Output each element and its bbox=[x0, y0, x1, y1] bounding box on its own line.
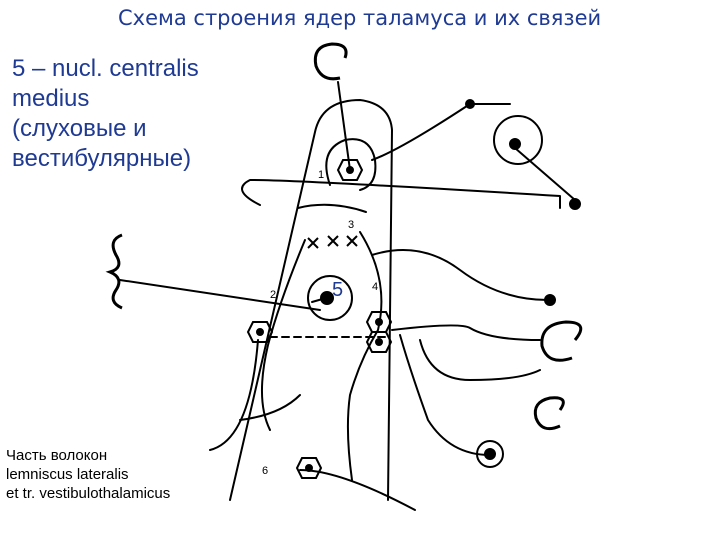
label-3: 3 bbox=[348, 219, 354, 231]
thalamus-outline bbox=[229, 99, 393, 501]
star-cell-right-b bbox=[365, 331, 393, 353]
right-cell-b bbox=[569, 198, 581, 210]
star-cell-6 bbox=[295, 457, 323, 479]
lamina-lower bbox=[239, 394, 301, 421]
star-cell-left bbox=[246, 321, 274, 343]
fiber-right-lower bbox=[399, 334, 491, 456]
star-cell-1 bbox=[336, 159, 364, 181]
lamina-right bbox=[346, 231, 383, 481]
diagram-title: Схема строения ядер таламуса и их связей bbox=[118, 6, 602, 30]
lamina-upper bbox=[297, 203, 367, 213]
note-line-4: вестибулярные) bbox=[12, 145, 192, 172]
caption-line-3: et tr. vestibulothalamicus bbox=[6, 485, 171, 502]
fiber-right-middle bbox=[391, 324, 541, 341]
caption-line-2: lemniscus lateralis bbox=[6, 466, 129, 483]
left-output-fiber bbox=[119, 279, 321, 311]
cross-mark-a bbox=[307, 237, 319, 249]
nucleus-5-cell bbox=[320, 291, 334, 305]
label-6: 6 bbox=[262, 465, 268, 477]
label-4: 4 bbox=[372, 281, 378, 293]
nucleus-5-note: 5 – nucl. centralis medius (слуховые и в… bbox=[12, 54, 282, 174]
right-cell-d bbox=[484, 448, 496, 460]
receptor-top bbox=[313, 42, 348, 81]
right-ring-d bbox=[476, 440, 504, 468]
right-ring-a bbox=[493, 115, 543, 165]
fiber-to-top bbox=[337, 81, 351, 171]
fibers-caption: Часть волокон lemniscus lateralis et tr.… bbox=[6, 446, 266, 503]
note-line-1: 5 – nucl. centralis bbox=[12, 55, 199, 82]
lamina-left bbox=[261, 239, 306, 431]
receptor-right-b bbox=[533, 396, 565, 431]
left-brace bbox=[105, 233, 123, 310]
label-5: 5 bbox=[332, 279, 343, 301]
receptor-right-a bbox=[540, 320, 583, 362]
caption-line-1: Часть волокон bbox=[6, 447, 108, 464]
label-1: 1 bbox=[318, 169, 324, 181]
cross-mark-c bbox=[346, 235, 358, 247]
top-right-dot bbox=[465, 99, 475, 109]
right-cell-a bbox=[509, 138, 521, 150]
fiber-from-caption bbox=[209, 339, 259, 451]
fiber-right-upper bbox=[371, 103, 511, 161]
fiber-right-diagonal bbox=[514, 147, 576, 201]
note-line-3: (слуховые и bbox=[12, 115, 147, 142]
note-line-2: medius bbox=[12, 85, 90, 112]
right-cell-c bbox=[544, 294, 556, 306]
label-2: 2 bbox=[270, 289, 276, 301]
fiber-right-4 bbox=[371, 249, 549, 301]
cross-mark-b bbox=[327, 235, 339, 247]
nucleus-5-circle bbox=[307, 275, 353, 321]
fiber-right-mid2 bbox=[419, 339, 541, 381]
nucleus-1-region bbox=[325, 138, 377, 191]
fiber-curve-top bbox=[241, 179, 561, 209]
